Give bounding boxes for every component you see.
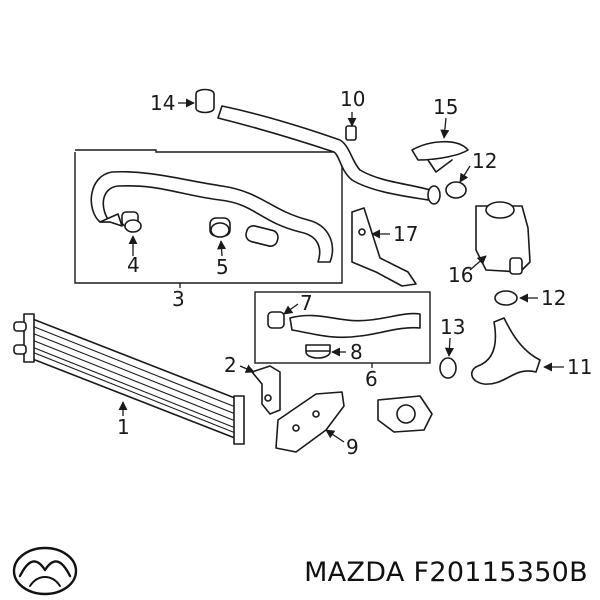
leader-12-upper [459, 165, 471, 183]
clip-part-14 [195, 88, 215, 114]
leader-15 [440, 117, 450, 139]
pump-part-16 [475, 201, 531, 275]
leader-16 [469, 255, 487, 271]
callout-2: 2 [224, 353, 237, 377]
radiator-part [13, 313, 245, 445]
clamp-part-12-upper [445, 181, 467, 199]
clamp-part-13 [439, 357, 457, 379]
callout-1: 1 [117, 415, 130, 439]
clamp-part-5 [210, 222, 230, 238]
hose-part-10 [217, 105, 441, 205]
leader-7 [283, 303, 299, 315]
callout-7: 7 [300, 291, 313, 315]
leader-2 [239, 364, 255, 373]
callout-11: 11 [567, 355, 592, 379]
mazda-logo-icon [12, 546, 78, 596]
bracket-part-9 [275, 391, 345, 453]
bracket-part-17 [351, 207, 417, 287]
hose-assembly-3 [90, 170, 334, 263]
brand-part-number: MAZDA F20115350B [304, 557, 588, 588]
hose-assembly-6 [289, 312, 421, 339]
bracket-part-2 [251, 365, 281, 415]
leader-9 [325, 429, 345, 443]
group-frame-6 [254, 291, 431, 364]
callout-6: 6 [365, 367, 378, 391]
grommet-part-8 [305, 344, 331, 359]
clamp-part-15 [411, 140, 469, 173]
clamp-part-12-lower [494, 290, 518, 306]
water-pump-part [377, 395, 433, 433]
callout-9: 9 [346, 435, 359, 459]
callout-14: 14 [150, 91, 175, 115]
callout-13: 13 [440, 315, 465, 339]
leader-13 [444, 337, 454, 357]
clamp-part-4 [124, 219, 142, 233]
callout-5: 5 [216, 255, 229, 279]
leader-5 [217, 240, 227, 257]
callout-12-lower: 12 [541, 286, 566, 310]
clamp-part-7 [267, 311, 285, 329]
callout-10: 10 [340, 87, 365, 111]
callout-4: 4 [127, 253, 140, 277]
callout-16: 16 [448, 263, 473, 287]
callout-3: 3 [172, 287, 185, 311]
callout-17: 17 [393, 222, 418, 246]
callout-12-upper: 12 [472, 149, 497, 173]
callout-8: 8 [350, 340, 363, 364]
hose-part-11 [471, 317, 541, 385]
callout-15: 15 [433, 95, 458, 119]
